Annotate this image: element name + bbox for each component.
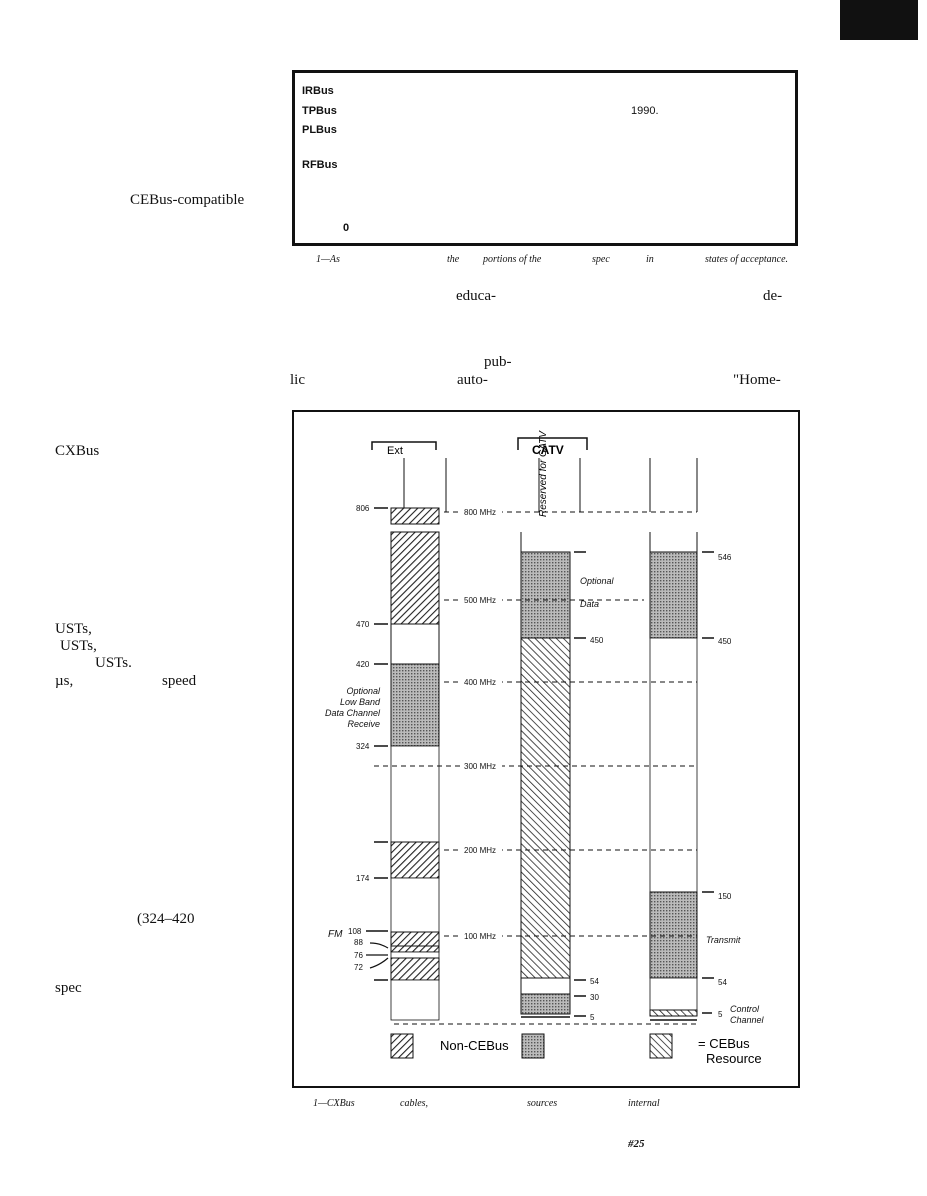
bus-label-tpbus: TPBus: [302, 105, 337, 117]
tick-label: 5: [590, 1013, 595, 1022]
text-fragment: USTs,: [60, 638, 97, 654]
bus-label-zero: 0: [343, 222, 350, 234]
tick-label: 54: [718, 978, 727, 987]
bus-summary-box: IRBus TPBus 1990. PLBus RFBus 0: [292, 70, 798, 246]
text-fragment: USTs.: [95, 655, 132, 671]
legend-cebus: = CEBus: [698, 1036, 750, 1051]
table-caption-word: spec: [592, 254, 610, 265]
legend-noncebus: Non-CEBus: [440, 1038, 509, 1053]
text-fragment: pub-: [484, 354, 512, 370]
figure-caption-word: cables,: [400, 1098, 429, 1109]
tick-label: 450: [718, 637, 732, 646]
header-ext-bracket: Ext: [371, 441, 437, 457]
text-fragment: spec: [55, 980, 82, 996]
reserved-catv-label: Reserved for CATV: [538, 430, 549, 517]
control-line: Control: [730, 1004, 760, 1014]
bus-label-irbus: IRBus: [302, 85, 334, 97]
mhz-label: 800 MHz: [464, 508, 496, 517]
cebus-column: [649, 532, 698, 1021]
text-fragment: speed: [162, 673, 197, 689]
opt-low-line: Low Band: [340, 697, 381, 707]
bus-label-rfbus: RFBus: [302, 159, 338, 171]
ext-column: [390, 507, 440, 1021]
text-fragment: CEBus-compatible: [130, 192, 245, 208]
transmit-label: Transmit: [706, 935, 741, 945]
tick-label: 30: [590, 993, 599, 1002]
tick-label: 450: [590, 636, 604, 645]
tick-label: 546: [718, 553, 732, 562]
text-fragment: lic: [290, 372, 305, 388]
mhz-label: 200 MHz: [464, 846, 496, 855]
legend: Non-CEBus = CEBus Resource: [390, 1033, 762, 1066]
opt-data-line: Optional: [580, 576, 615, 586]
middle-ticks: 450 54 30 5 Optional Data: [574, 551, 615, 1022]
text-fragment: µs,: [55, 673, 74, 689]
tick-label: 420: [356, 660, 370, 669]
catv-column: Reserved for CATV: [520, 430, 571, 1018]
bus-label-plbus: PLBus: [302, 124, 337, 136]
legend-resource: Resource: [706, 1051, 762, 1066]
fm-label: FM: [328, 929, 343, 940]
mhz-label: 300 MHz: [464, 762, 496, 771]
spectrum-diagram: Ext CATV Reserved for CATV: [325, 430, 765, 1066]
mhz-label: 500 MHz: [464, 596, 496, 605]
tick-label: 108: [348, 927, 362, 936]
mhz-label: 100 MHz: [464, 932, 496, 941]
text-fragment: "Home-: [733, 372, 781, 388]
table-caption-word: portions of the: [483, 254, 542, 265]
opt-low-line: Data Channel: [325, 708, 381, 718]
figure-caption-number: 1—CXBus: [313, 1098, 355, 1109]
text-fragment: CXBus: [55, 443, 100, 459]
table-caption-number: 1—As: [316, 254, 340, 265]
frequency-gridlines: [374, 511, 697, 1025]
opt-low-line: Receive: [347, 719, 380, 729]
page-number: #25: [628, 1138, 645, 1150]
figure-caption-word: sources: [527, 1098, 558, 1109]
text-fragment: de-: [763, 288, 783, 304]
header-catv-label: CATV: [532, 443, 564, 457]
tick-label: 88: [354, 938, 363, 947]
header-catv-bracket: CATV: [517, 437, 588, 457]
opt-data-line: Data: [580, 599, 599, 609]
right-ticks: 546 450 150 54 5 Transmit Control Channe…: [702, 551, 765, 1025]
opt-low-line: Optional: [346, 686, 381, 696]
bus-note-tpbus: 1990.: [631, 105, 659, 117]
figure-caption-word: internal: [628, 1098, 660, 1109]
tick-label: 5: [718, 1010, 723, 1019]
text-fragment: (324–420: [137, 911, 195, 927]
text-fragment: educa-: [456, 288, 496, 304]
header-ext-label: Ext: [387, 445, 403, 457]
tick-label: 806: [356, 504, 370, 513]
tick-label: 72: [354, 963, 363, 972]
left-ticks: 806 470 420 324 174 108 88 76 72 FM Opti…: [325, 504, 389, 981]
table-caption-word: the: [447, 254, 460, 265]
mhz-label: 400 MHz: [464, 678, 496, 687]
tick-label: 174: [356, 874, 370, 883]
text-fragment: auto-: [457, 372, 488, 388]
tick-label: 54: [590, 977, 599, 986]
tick-label: 470: [356, 620, 370, 629]
tick-label: 150: [718, 892, 732, 901]
column-guides: [403, 458, 698, 512]
tick-label: 76: [354, 951, 363, 960]
tick-label: 324: [356, 742, 370, 751]
spectrum-figure: Ext CATV Reserved for CATV: [292, 410, 800, 1088]
text-fragment: USTs,: [55, 621, 92, 637]
table-caption-word: states of acceptance.: [705, 254, 789, 265]
corner-tab: [840, 0, 918, 40]
table-caption-word: in: [646, 254, 654, 265]
control-line: Channel: [730, 1015, 765, 1025]
